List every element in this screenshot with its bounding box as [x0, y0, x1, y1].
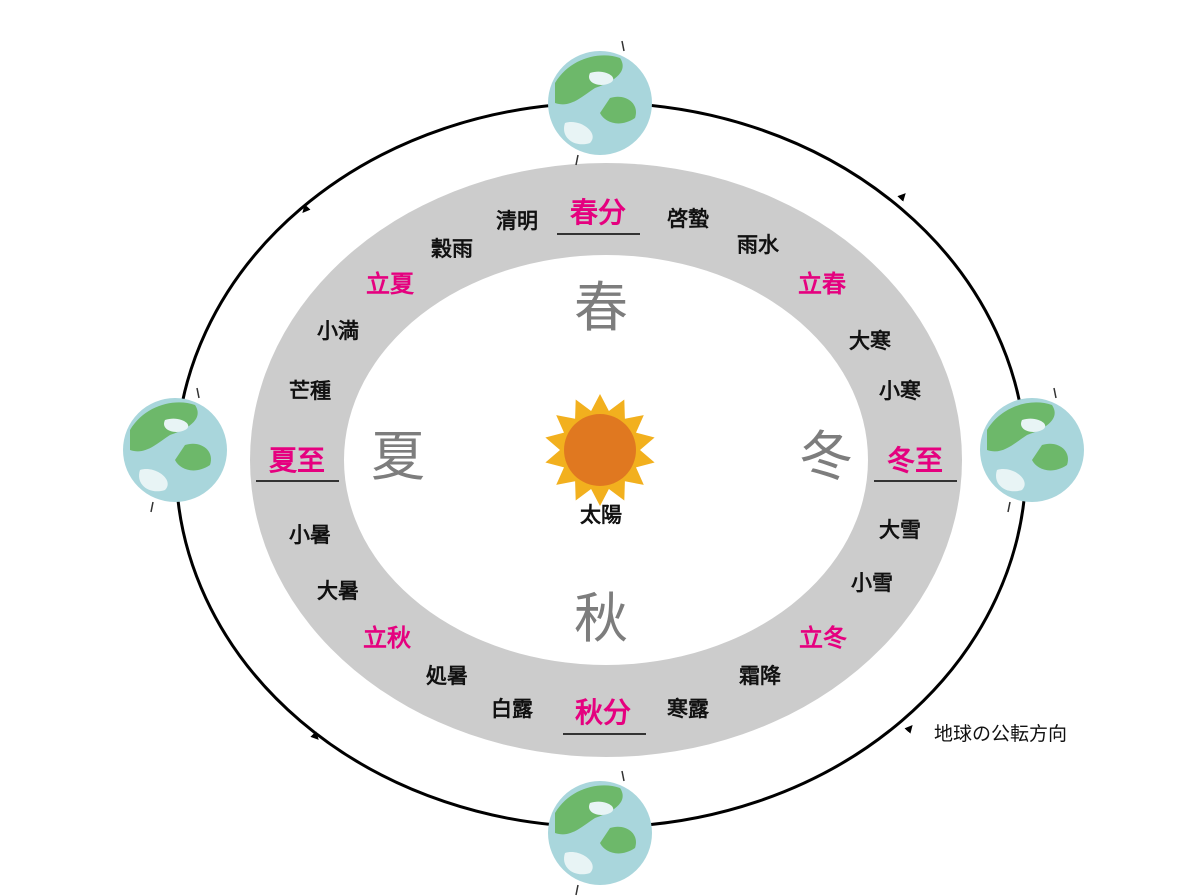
orbit-arrow: [904, 724, 913, 734]
solar-term: 大暑: [317, 579, 359, 603]
solar-term: 穀雨: [431, 237, 473, 261]
solar-term: 小雪: [851, 571, 893, 595]
sun-label: 太陽: [580, 503, 622, 527]
solar-term: 清明: [496, 209, 538, 233]
solar-term: 処暑: [426, 664, 468, 688]
solar-term: 芒種: [289, 379, 331, 403]
key-term: 立春: [798, 270, 846, 298]
solar-term: 白露: [491, 697, 534, 721]
earth-icon: [122, 387, 228, 513]
key-term: 立冬: [799, 624, 847, 652]
solar-term: 大寒: [849, 329, 891, 353]
solar-term: 雨水: [737, 233, 780, 257]
solar-term: 寒露: [667, 697, 710, 721]
key-term: 立秋: [363, 624, 412, 652]
orbit-direction-label: 地球の公転方向: [934, 723, 1067, 745]
earth-icon: [547, 40, 653, 166]
season-summer: 夏: [371, 425, 425, 488]
key-term: 夏至: [269, 444, 325, 477]
solar-term: 小暑: [289, 523, 331, 547]
season-winter: 冬: [799, 425, 853, 488]
season-spring: 春: [574, 276, 628, 339]
season-autumn: 秋: [574, 587, 628, 650]
sun-icon: [545, 394, 655, 506]
solar-term: 霜降: [739, 664, 782, 688]
solar-term: 小寒: [879, 379, 921, 403]
key-term: 秋分: [575, 696, 631, 729]
solar-term: 啓蟄: [667, 207, 709, 231]
earth-icon: [979, 387, 1085, 513]
earth-icon: [547, 770, 653, 896]
key-term: 冬至: [887, 444, 943, 477]
key-term: 春分: [570, 196, 626, 229]
key-term: 立夏: [366, 270, 415, 298]
solar-term: 大雪: [879, 518, 921, 542]
solar-term: 小満: [317, 319, 359, 343]
